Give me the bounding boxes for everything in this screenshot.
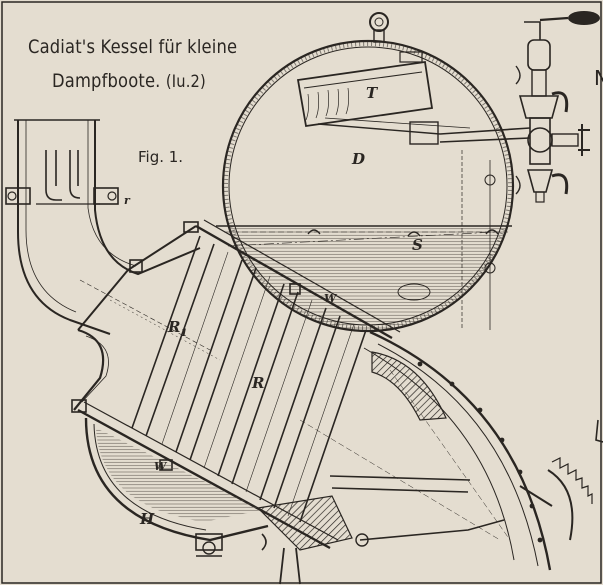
title-line-2: Dampfboote. (Iu.2) [52,70,206,92]
label-w-upper: W [324,292,337,305]
water-tubes [131,235,367,523]
label-drum-d: D [352,150,366,168]
label-r1-letter: R [168,318,181,336]
uptake-chimney [5,119,201,335]
title-main: Dampfboote. [52,70,161,92]
label-tray-t: T [366,84,378,102]
title-line-1: Cadiat's Kessel für kleine [28,36,238,58]
cut-off-text: N [594,66,603,90]
steam-drum [216,12,515,333]
label-h: H [140,510,155,528]
label-s: S [412,236,423,254]
tray-t [296,51,471,145]
label-w-lower: W [154,460,167,473]
edge-fragment [595,419,603,443]
label-r-small: r [124,194,130,207]
figure-label: Fig. 1. [138,148,184,166]
firebox-casing [256,330,593,571]
label-r1: R1 [168,318,187,339]
title-reference: (Iu.2) [165,72,206,92]
brick-lining-lower [256,495,353,551]
steam-valve-fittings [439,11,600,330]
lower-header [84,417,301,585]
label-r1-subscript: 1 [180,328,188,339]
brick-lining-upper [371,351,447,421]
label-r: R [252,374,265,392]
